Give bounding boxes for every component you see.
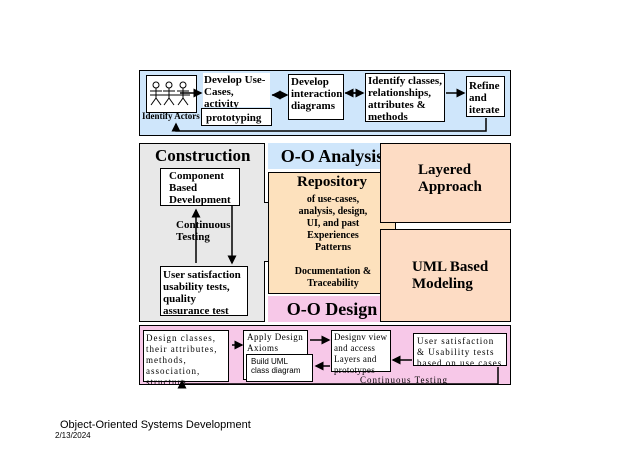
identify-actors-box[interactable] xyxy=(146,75,197,113)
design-views-box[interactable]: Designv view and access Layers and proto… xyxy=(331,330,391,375)
prototyping-box[interactable]: prototyping xyxy=(201,108,272,126)
build-uml-box[interactable]: Build UML class diagram xyxy=(246,354,313,382)
design-classes-box[interactable]: Design classes, their attributes, method… xyxy=(143,330,229,387)
component-box[interactable]: Component Based Development xyxy=(160,168,240,206)
construction-title: Construction xyxy=(155,146,251,165)
actor-icon xyxy=(150,81,190,106)
repository-items: of use-cases, analysis, design, UI, and … xyxy=(298,194,368,253)
footer-title: Object-Oriented Systems Development xyxy=(60,419,251,431)
continuous-testing-label: Continuous Testing xyxy=(176,219,231,243)
classes-box[interactable]: Identify classes, relationships, attribu… xyxy=(365,73,445,123)
design-continuous-label: Continuous Testing xyxy=(360,375,448,385)
oo-design-title: O-O Design xyxy=(268,296,396,322)
identify-actors-label: Identify Actors xyxy=(142,111,200,121)
uml-label: UML Based Modeling xyxy=(412,259,489,292)
documentation-label: Documentation & Traceability xyxy=(294,266,372,289)
repository-title: Repository xyxy=(297,174,367,190)
layered-label: Layered Approach xyxy=(418,162,482,195)
repository-panel xyxy=(268,172,396,294)
layered-panel xyxy=(380,143,511,223)
design-user-sat-box[interactable]: User satisfaction & Usability tests base… xyxy=(413,333,507,368)
oo-analysis-title: O-O Analysis xyxy=(268,143,396,169)
footer-date: 2/13/2024 xyxy=(55,431,91,440)
interaction-box[interactable]: Develop interaction diagrams xyxy=(288,74,344,120)
refine-box[interactable]: Refine and iterate xyxy=(466,76,505,117)
user-satisfaction-box[interactable]: User satisfaction usability tests, quali… xyxy=(160,266,248,317)
uml-panel xyxy=(380,229,511,322)
